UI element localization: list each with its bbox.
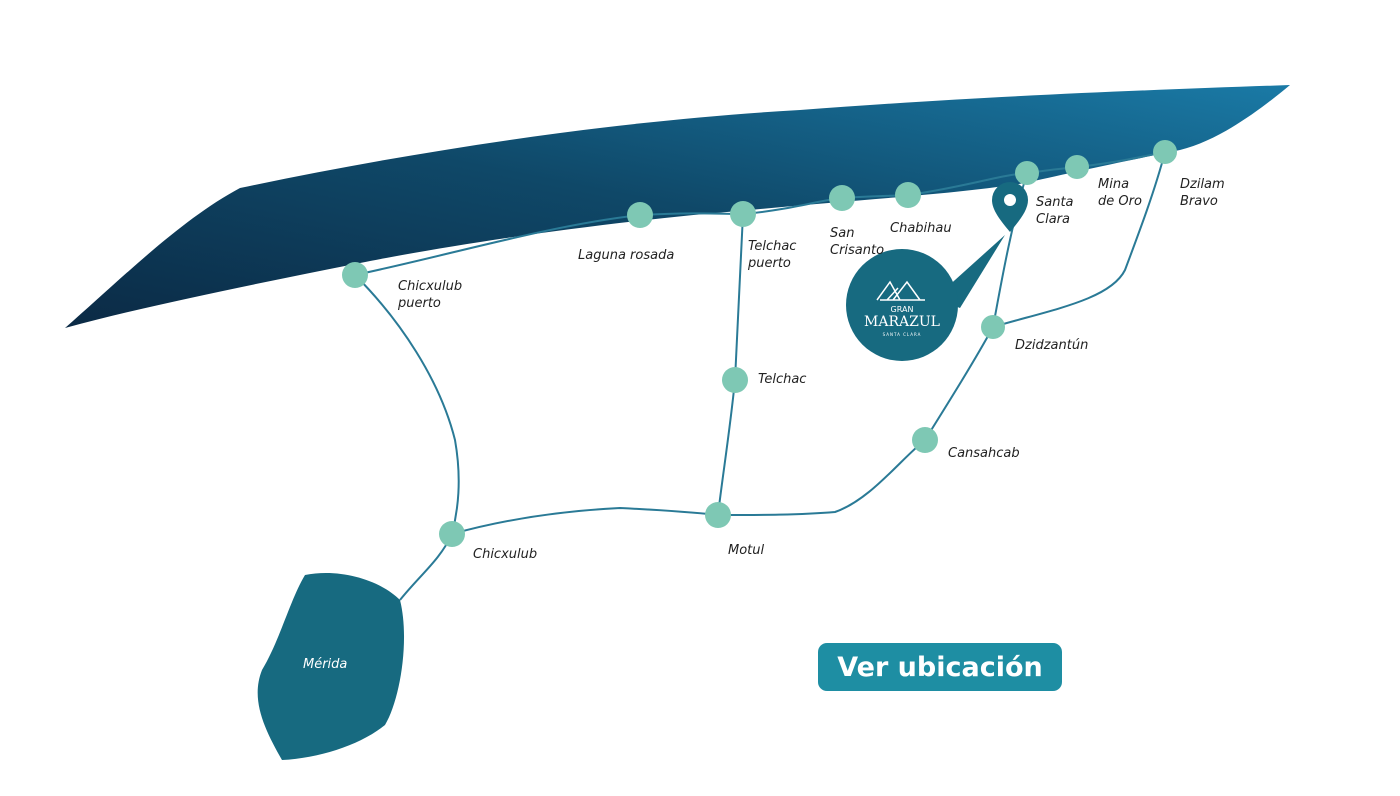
mountains-logo-icon: [876, 280, 925, 301]
town-label: Motul: [728, 543, 765, 558]
town-label: Mina de Oro: [1098, 177, 1142, 209]
city-label-merida: Mérida: [303, 657, 348, 672]
node-motul: [705, 502, 731, 528]
town-label: Cansahcab: [948, 446, 1020, 461]
town-label: San Crisanto: [830, 226, 885, 258]
node-mina-de-oro: [1065, 155, 1089, 179]
logo-line3: SANTA CLARA: [882, 332, 922, 337]
node-dzilam-bravo: [1153, 140, 1177, 164]
town-label: Santa Clara: [1036, 195, 1074, 227]
town-label: Dzidzantún: [1015, 338, 1089, 353]
merida-area: [257, 572, 405, 760]
logo-line2: MARAZUL: [864, 314, 940, 330]
node-telchac-puerto: [730, 201, 756, 227]
town-label: Dzilam Bravo: [1180, 177, 1225, 209]
node-laguna-rosada: [627, 202, 653, 228]
location-pin-icon[interactable]: [992, 182, 1028, 232]
town-label: Telchac: [758, 372, 807, 387]
logo-line1: GRAN: [890, 305, 914, 314]
node-chicxulub: [439, 521, 465, 547]
node-chabihau: [895, 182, 921, 208]
town-label: Telchac puerto: [748, 239, 797, 271]
sea-strip: [65, 85, 1290, 328]
node-san-crisanto: [829, 185, 855, 211]
view-location-button[interactable]: Ver ubicación: [818, 643, 1062, 691]
node-santa-clara: [1015, 161, 1039, 185]
gran-marazul-logo: [846, 249, 958, 361]
town-label: Chicxulub: [473, 547, 538, 562]
town-label: Chicxulub puerto: [398, 279, 463, 311]
node-telchac: [722, 367, 748, 393]
town-label: Chabihau: [890, 221, 952, 236]
town-label: Laguna rosada: [578, 248, 675, 263]
town-nodes: [342, 140, 1177, 547]
node-chicxulub-puerto: [342, 262, 368, 288]
node-dzidzantun: [981, 315, 1005, 339]
node-cansahcab: [912, 427, 938, 453]
